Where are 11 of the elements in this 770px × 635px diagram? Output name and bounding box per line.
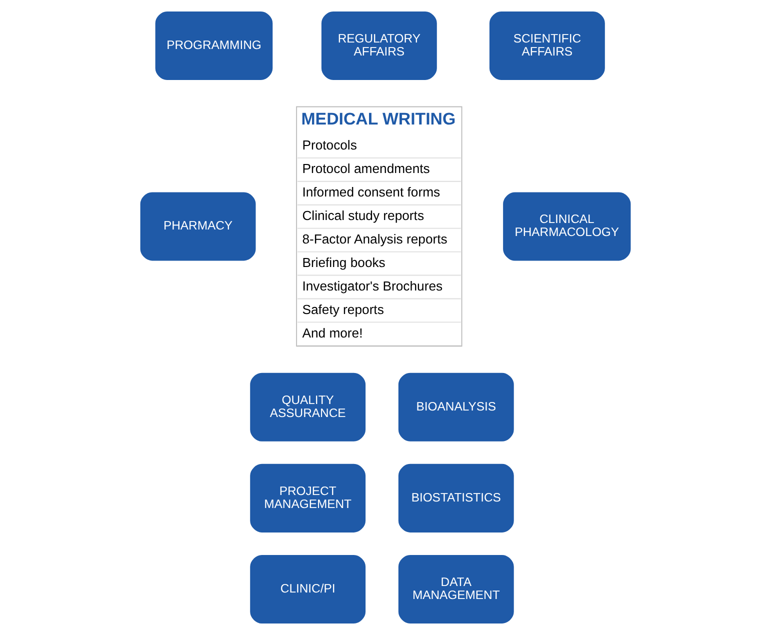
node-box: CLINIC/PI: [250, 554, 366, 624]
node-box: DATA MANAGEMENT: [398, 554, 514, 624]
node-box: BIOANALYSIS: [398, 372, 514, 442]
node-box: PROGRAMMING: [154, 12, 272, 80]
node-box: BIOSTATISTICS: [398, 464, 514, 532]
node-box: SCIENTIFIC AFFAIRS: [488, 12, 604, 80]
node-box: PHARMACY: [140, 192, 256, 261]
node-box: CLINICAL PHARMACOLOGY: [502, 192, 630, 261]
node-box: PROJECT MANAGEMENT: [250, 464, 366, 532]
node-box: QUALITY ASSURANCE: [250, 372, 366, 442]
node-box: REGULATORY AFFAIRS: [320, 12, 436, 80]
